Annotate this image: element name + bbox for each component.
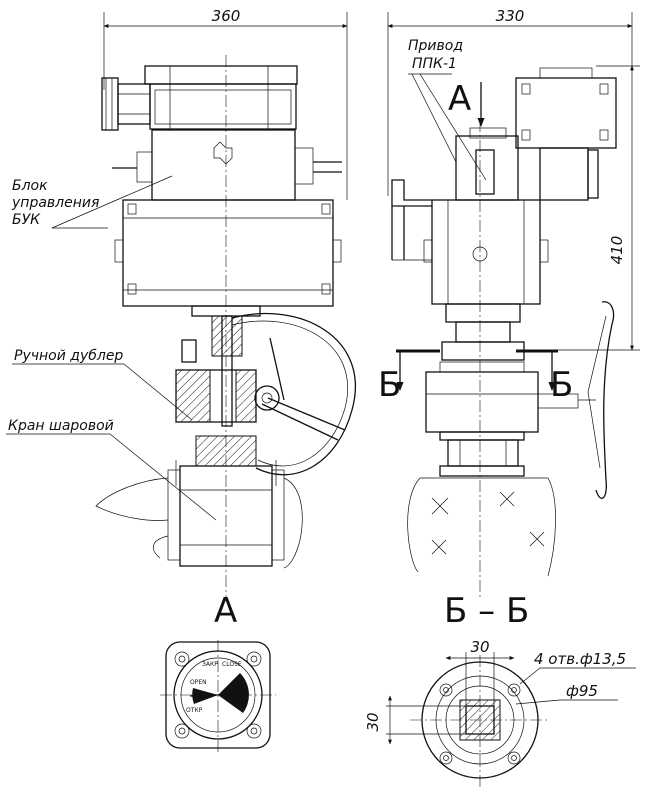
face-open-ru: ОТКР (186, 707, 203, 714)
callout-drive-2: ППК-1 (412, 56, 457, 72)
section-b-left-letter: Б (378, 365, 401, 405)
dim-side-width: 330 (496, 7, 525, 25)
callout-control-block-2: управления (11, 195, 99, 211)
callout-hand-backup: Ручной дублер (14, 348, 123, 364)
dim-bb-square: 30 (470, 638, 489, 656)
front-view: 360 (6, 7, 357, 600)
dim-side-height: 410 (608, 236, 626, 265)
section-b-right-letter: Б (550, 365, 573, 405)
dim-bb-holes: 4 отв.ф13,5 (534, 650, 626, 668)
section-bb: Б – Б 30 30 4 отв.ф13,5 ф95 (364, 591, 636, 790)
face-close-ru: ЗАКР (202, 661, 218, 668)
dim-bb-square-vertical: 30 (364, 712, 382, 731)
view-a-title: А (214, 591, 237, 631)
callout-drive-1: Привод (408, 38, 463, 54)
face-open-en: OPEN (190, 679, 207, 686)
dim-bb-circle: ф95 (566, 682, 598, 700)
callout-control-block-3: БУК (12, 212, 41, 228)
callout-ball-valve: Кран шаровой (8, 418, 114, 434)
view-a-arrow-letter: А (448, 79, 471, 119)
callout-control-block-1: Блок (12, 178, 48, 194)
dim-front-width: 360 (212, 7, 241, 25)
section-bb-title: Б – Б (444, 591, 529, 631)
face-close-en: CLOSE (222, 661, 242, 668)
view-a: А CLOSE ЗАКР OPEN ОТКР (160, 591, 276, 752)
side-view: 330 410 А Привод ППК-1 (378, 7, 640, 600)
